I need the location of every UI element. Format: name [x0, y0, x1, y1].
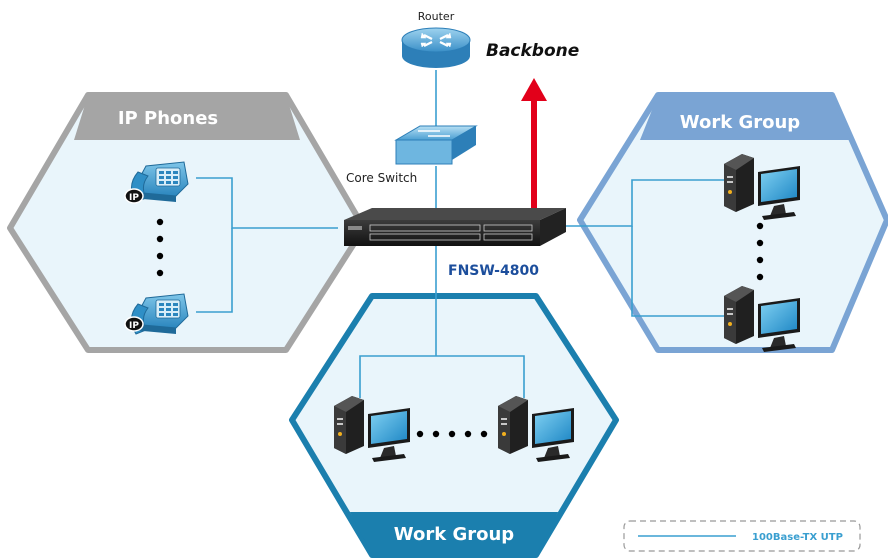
- ip-badge-top: IP: [129, 193, 139, 203]
- phone-badges: IP IP: [129, 193, 139, 331]
- ip-phones-group: [7, 92, 367, 353]
- ip-phone-bottom-icon: [124, 293, 189, 335]
- backbone-label: Backbone: [486, 41, 579, 61]
- work-group-bottom-title: Work Group: [394, 524, 515, 545]
- legend-label: 100Base-TX UTP: [752, 532, 843, 543]
- core-switch-label: Core Switch: [346, 171, 417, 185]
- fnsw-4800-switch-icon: [344, 208, 566, 246]
- ip-phone-top-icon: [124, 161, 189, 204]
- work-group-right: [577, 92, 888, 353]
- core-switch-icon: [394, 125, 478, 165]
- work-group-right-title: Work Group: [680, 112, 801, 133]
- network-links: [196, 70, 726, 398]
- device-label: FNSW-4800: [448, 263, 539, 279]
- ip-phones-title: IP Phones: [118, 108, 218, 129]
- pc-right-ellipsis-dots: [756, 222, 764, 281]
- legend: 100Base-TX UTP: [623, 520, 861, 552]
- ip-badge-bottom: IP: [129, 321, 139, 331]
- pc-bottom-ellipsis-dots: [416, 430, 488, 438]
- router-label: Router: [418, 10, 455, 23]
- router-icon: [401, 27, 471, 68]
- work-group-bottom: [289, 293, 619, 558]
- phone-ellipsis-dots: [156, 218, 164, 277]
- backbone-arrow: [521, 78, 547, 210]
